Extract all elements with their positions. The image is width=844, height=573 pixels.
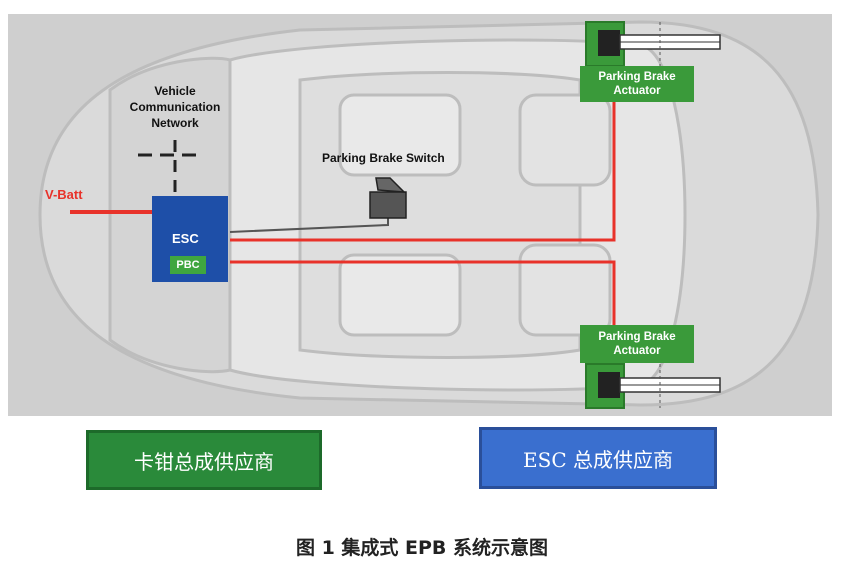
parking-brake-switch-icon (369, 177, 407, 219)
parking-brake-switch-label: Parking Brake Switch (322, 151, 445, 165)
pbc-label: PBC (170, 256, 206, 274)
wire-top-actuator (230, 102, 616, 242)
network-connector (138, 140, 200, 196)
caliper-top-icon (585, 21, 721, 67)
actuator-bottom: Parking Brake Actuator (580, 325, 694, 363)
esc-supplier-box: ESC 总成供应商 (479, 427, 717, 489)
figure-caption: 图 1 集成式 EPB 系统示意图 (295, 537, 549, 559)
caliper-bottom-icon (585, 363, 721, 409)
caliper-supplier-box: 卡钳总成供应商 (86, 430, 322, 490)
esc-label: ESC (172, 231, 199, 246)
actuator-top: Parking Brake Actuator (580, 66, 694, 102)
vehicle-network-label: Vehicle Communication Network (129, 84, 221, 130)
v-batt-label: V-Batt (45, 187, 83, 202)
car-silhouette (38, 20, 820, 407)
wire-bottom-actuator (230, 260, 616, 325)
